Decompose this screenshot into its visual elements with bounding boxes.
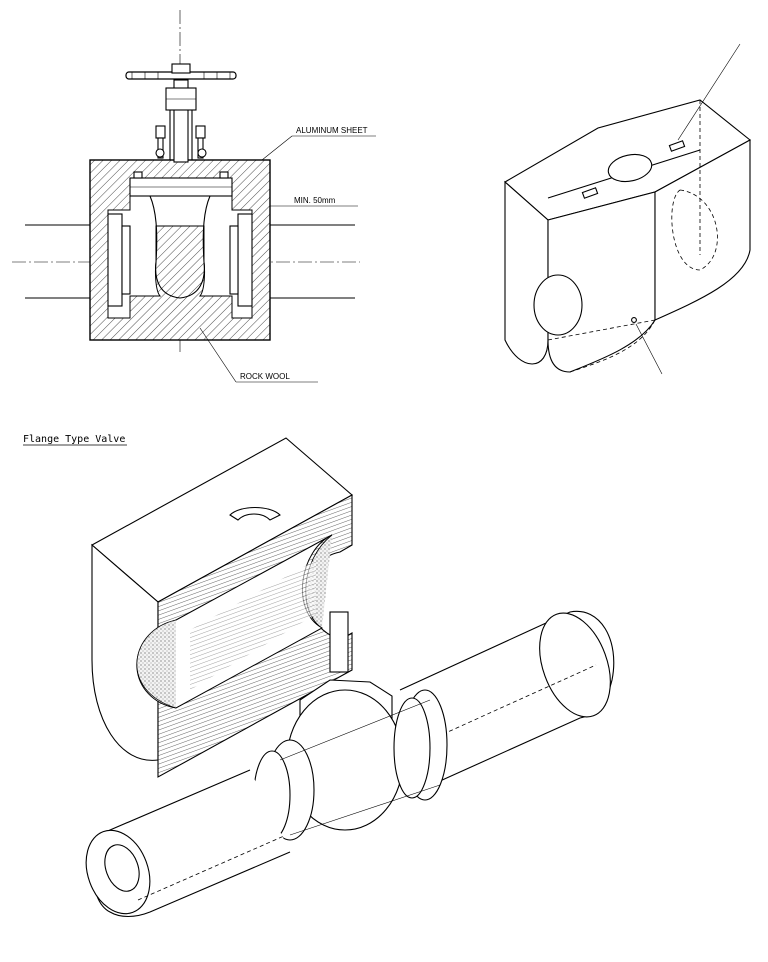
band-clip	[581, 140, 686, 199]
pipe-right	[270, 224, 355, 299]
pipe-left	[25, 224, 92, 299]
cutaway-insulation-box	[91, 437, 353, 778]
min-thickness-label: MIN. 50mm	[294, 196, 336, 205]
rock-wool-label: ROCK WOOL	[240, 372, 290, 381]
handwheel	[125, 63, 237, 80]
section-title: Flange Type Valve	[23, 434, 125, 445]
aluminum-sheet-label: ALUMINUM SHEET	[296, 126, 368, 135]
section-view: ALUMINUM SHEET MIN. 50mm ROCK WOOL	[12, 10, 376, 383]
insulated-valve-assembly	[85, 610, 615, 918]
insulation-box-isometric	[504, 43, 751, 375]
